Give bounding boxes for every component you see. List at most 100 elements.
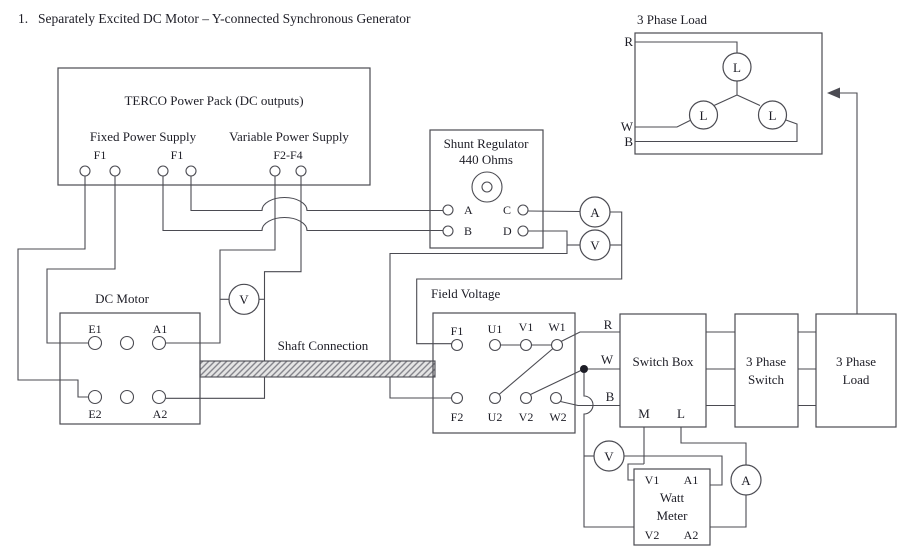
terminal — [157, 165, 169, 177]
shunt-terminal-c: C — [503, 203, 511, 217]
shaft-connection: Shaft Connection — [199, 338, 436, 378]
terminal-label-a2: A2 — [153, 407, 168, 421]
top-load-r: R — [624, 34, 633, 49]
wire-shunt-c-to-ammeter — [527, 210, 581, 213]
top-load-y-centre — [713, 81, 761, 107]
terminal — [87, 389, 103, 405]
watt-meter-a2: A2 — [684, 528, 699, 542]
terminal — [151, 335, 167, 351]
terminal — [87, 335, 103, 351]
wire-ammeter-to-field-f1 — [416, 211, 623, 345]
wire-fixed2-to-e1 — [46, 176, 116, 344]
load-lamp-right-label: L — [769, 108, 777, 123]
terminal — [488, 338, 502, 352]
load-lamp-top-label: L — [733, 60, 741, 75]
wire-voltline — [624, 455, 723, 486]
top-load-w-wire — [635, 120, 691, 128]
watt-meter-a1: A1 — [684, 473, 699, 487]
field-voltage-box — [432, 312, 576, 434]
field-voltmeter-label: V — [590, 238, 600, 253]
top-load-b-wire — [635, 118, 798, 143]
shunt-terminal-a: A — [464, 203, 473, 217]
wire-fixed-to-shunt-a — [190, 176, 443, 212]
load-lamp-left-icon — [688, 100, 719, 130]
field-label-v1: V1 — [519, 320, 534, 334]
field-label-u1: U1 — [488, 322, 503, 336]
wire-fixed-to-shunt-b — [162, 176, 443, 232]
terminal-label-f1a: F1 — [94, 148, 107, 162]
field-voltmeter-icon — [579, 229, 611, 261]
dc-motor-label: DC Motor — [95, 291, 149, 306]
fixed-supply-label: Fixed Power Supply — [90, 129, 197, 144]
watt-meter-box — [633, 468, 711, 546]
wire-node-to-wattmeter-v2 — [583, 373, 634, 528]
phase-label-b: B — [606, 389, 615, 404]
three-phase-load-line1: 3 Phase — [836, 354, 876, 369]
three-phase-switch-line1: 3 Phase — [746, 354, 786, 369]
line-ammeter-label: A — [741, 473, 751, 488]
terminal — [119, 389, 135, 405]
phase-label-w: W — [601, 352, 614, 367]
load-lamp-right-icon — [757, 100, 788, 130]
field-label-v2: V2 — [519, 410, 534, 424]
field-label-w1: W1 — [548, 320, 565, 334]
terminal — [79, 165, 91, 177]
three-phase-load-line2: Load — [843, 372, 870, 387]
armature-voltmeter-label: V — [239, 292, 249, 307]
shaft-bar — [199, 360, 436, 378]
phase-b-line — [560, 400, 620, 407]
terminal — [185, 165, 197, 177]
watt-meter-v2: V2 — [645, 528, 660, 542]
shaft-label: Shaft Connection — [278, 338, 369, 353]
link-v2-node — [530, 368, 585, 395]
three-phase-switch-line2: Switch — [748, 372, 785, 387]
labels: 1. Separately Excited DC Motor – Y-conne… — [18, 11, 876, 542]
shunt-terminal-b: B — [464, 224, 472, 238]
component-boxes — [57, 32, 897, 546]
shunt-terminal-d: D — [503, 224, 512, 238]
terminal — [442, 225, 454, 237]
wire-v1-hook — [627, 463, 644, 481]
wire-shunt-d-to-field-f2 — [389, 230, 568, 399]
terminal — [517, 204, 529, 216]
top-load-box — [634, 32, 823, 155]
line-voltmeter-icon — [593, 440, 625, 472]
field-voltage-label: Field Voltage — [431, 286, 500, 301]
terminal-label-e1: E1 — [88, 322, 101, 336]
field-label-f2: F2 — [451, 410, 464, 424]
shunt-regulator-ohms: 440 Ohms — [459, 152, 513, 167]
field-label-w2: W2 — [549, 410, 566, 424]
terminal — [119, 335, 135, 351]
field-ammeter-icon — [579, 196, 611, 228]
terminal — [442, 204, 454, 216]
terminal — [450, 391, 464, 405]
terminal-label-f2f4: F2-F4 — [273, 148, 302, 162]
top-load-title: 3 Phase Load — [637, 12, 708, 27]
switch-box-m: M — [638, 406, 650, 421]
terminal — [488, 391, 502, 405]
load-lamp-left-label: L — [700, 108, 708, 123]
wire-ammeter-to-a2 — [710, 495, 747, 528]
field-label-f1: F1 — [451, 324, 464, 338]
dc-motor-box — [59, 312, 201, 425]
junction-node — [580, 365, 588, 373]
page-title: Separately Excited DC Motor – Y-connecte… — [38, 11, 411, 26]
terminal — [517, 225, 529, 237]
arrowhead — [827, 87, 840, 99]
terminal-label-f1b: F1 — [171, 148, 184, 162]
wire-variable-to-a1 — [166, 176, 276, 344]
line-ammeter-icon — [730, 464, 762, 496]
top-load-w: W — [621, 119, 634, 134]
variable-supply-label: Variable Power Supply — [229, 129, 349, 144]
switch-box-l: L — [677, 406, 685, 421]
shunt-regulator-box — [429, 129, 544, 249]
load-lamp-top-icon — [722, 52, 752, 82]
watt-meter-name1: Watt — [660, 490, 685, 505]
heading-number: 1. — [18, 11, 28, 26]
top-load-r-wire — [635, 41, 738, 53]
three-phase-load-box — [815, 313, 897, 428]
meters: V A V V A L L L — [228, 52, 788, 496]
wire-load-to-top-load — [840, 92, 858, 314]
